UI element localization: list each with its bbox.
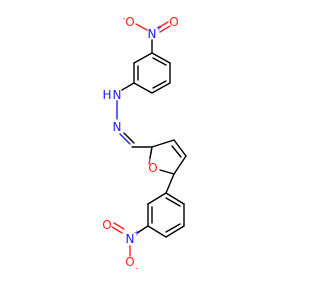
- atom-label-nitro-top-o-right: O: [169, 15, 178, 29]
- atom-label-nitro-bottom-o-left: O: [102, 218, 111, 232]
- bond: [171, 145, 182, 158]
- bond: [136, 225, 149, 234]
- atom-symbol: N: [113, 120, 122, 134]
- bond: [151, 82, 171, 94]
- atom-symbol: N: [126, 232, 135, 246]
- bond: [152, 57, 167, 66]
- atom-symbol: O: [125, 255, 134, 269]
- atom-symbol: O: [169, 15, 178, 29]
- hydrazone-link: [116, 82, 153, 148]
- bond: [159, 169, 175, 175]
- bond: [165, 223, 181, 233]
- bond: [165, 173, 175, 194]
- atom-symbol: O: [102, 218, 111, 232]
- atom-symbol: N: [113, 88, 122, 102]
- atom-symbol: N: [148, 27, 157, 41]
- bond: [165, 225, 185, 238]
- atom-label-nitro-bottom-n: N +: [126, 229, 141, 247]
- atom-label-hydrazone-n: N: [113, 120, 122, 134]
- charge-sign: +: [134, 229, 141, 238]
- bond: [133, 52, 153, 64]
- top-nitro-group: [135, 21, 171, 54]
- bond: [113, 222, 125, 230]
- bond: [135, 23, 148, 31]
- bond: [121, 82, 135, 91]
- charge-sign: -: [123, 14, 126, 23]
- charge-sign: -: [136, 264, 139, 273]
- bond: [152, 80, 167, 89]
- bond: [151, 52, 171, 64]
- atom-label-nitro-top-o-left: O -: [123, 14, 135, 30]
- atom-label-hydrazone-nh: H N: [102, 88, 121, 102]
- bond: [149, 146, 153, 159]
- bond: [133, 82, 153, 94]
- atom-label-nitro-bottom-o-down: O -: [125, 255, 138, 273]
- molecule-structure-diagram: O - N + O H N N O N + O O -: [102, 14, 187, 273]
- atom-hydrogen: H: [102, 88, 111, 102]
- bond: [111, 226, 123, 234]
- bond: [159, 25, 171, 33]
- atom-label-furan-o: O: [148, 161, 157, 175]
- top-benzene-ring: [133, 52, 171, 94]
- atom-symbol: O: [125, 15, 134, 29]
- bond: [147, 225, 167, 238]
- bond: [173, 139, 187, 157]
- bond: [147, 192, 167, 205]
- bond: [173, 155, 187, 175]
- bond: [151, 139, 175, 148]
- atom-symbol: O: [148, 161, 157, 175]
- bond: [123, 132, 135, 144]
- bond: [165, 197, 181, 207]
- atom-label-nitro-top-n: N +: [148, 24, 163, 42]
- bond: [165, 192, 185, 205]
- bottom-benzene-ring: [147, 173, 185, 238]
- bond: [119, 133, 131, 145]
- charge-sign: +: [156, 24, 163, 33]
- bottom-nitro-group: [111, 222, 149, 257]
- furan-ring: [148, 139, 187, 175]
- bond: [157, 21, 169, 29]
